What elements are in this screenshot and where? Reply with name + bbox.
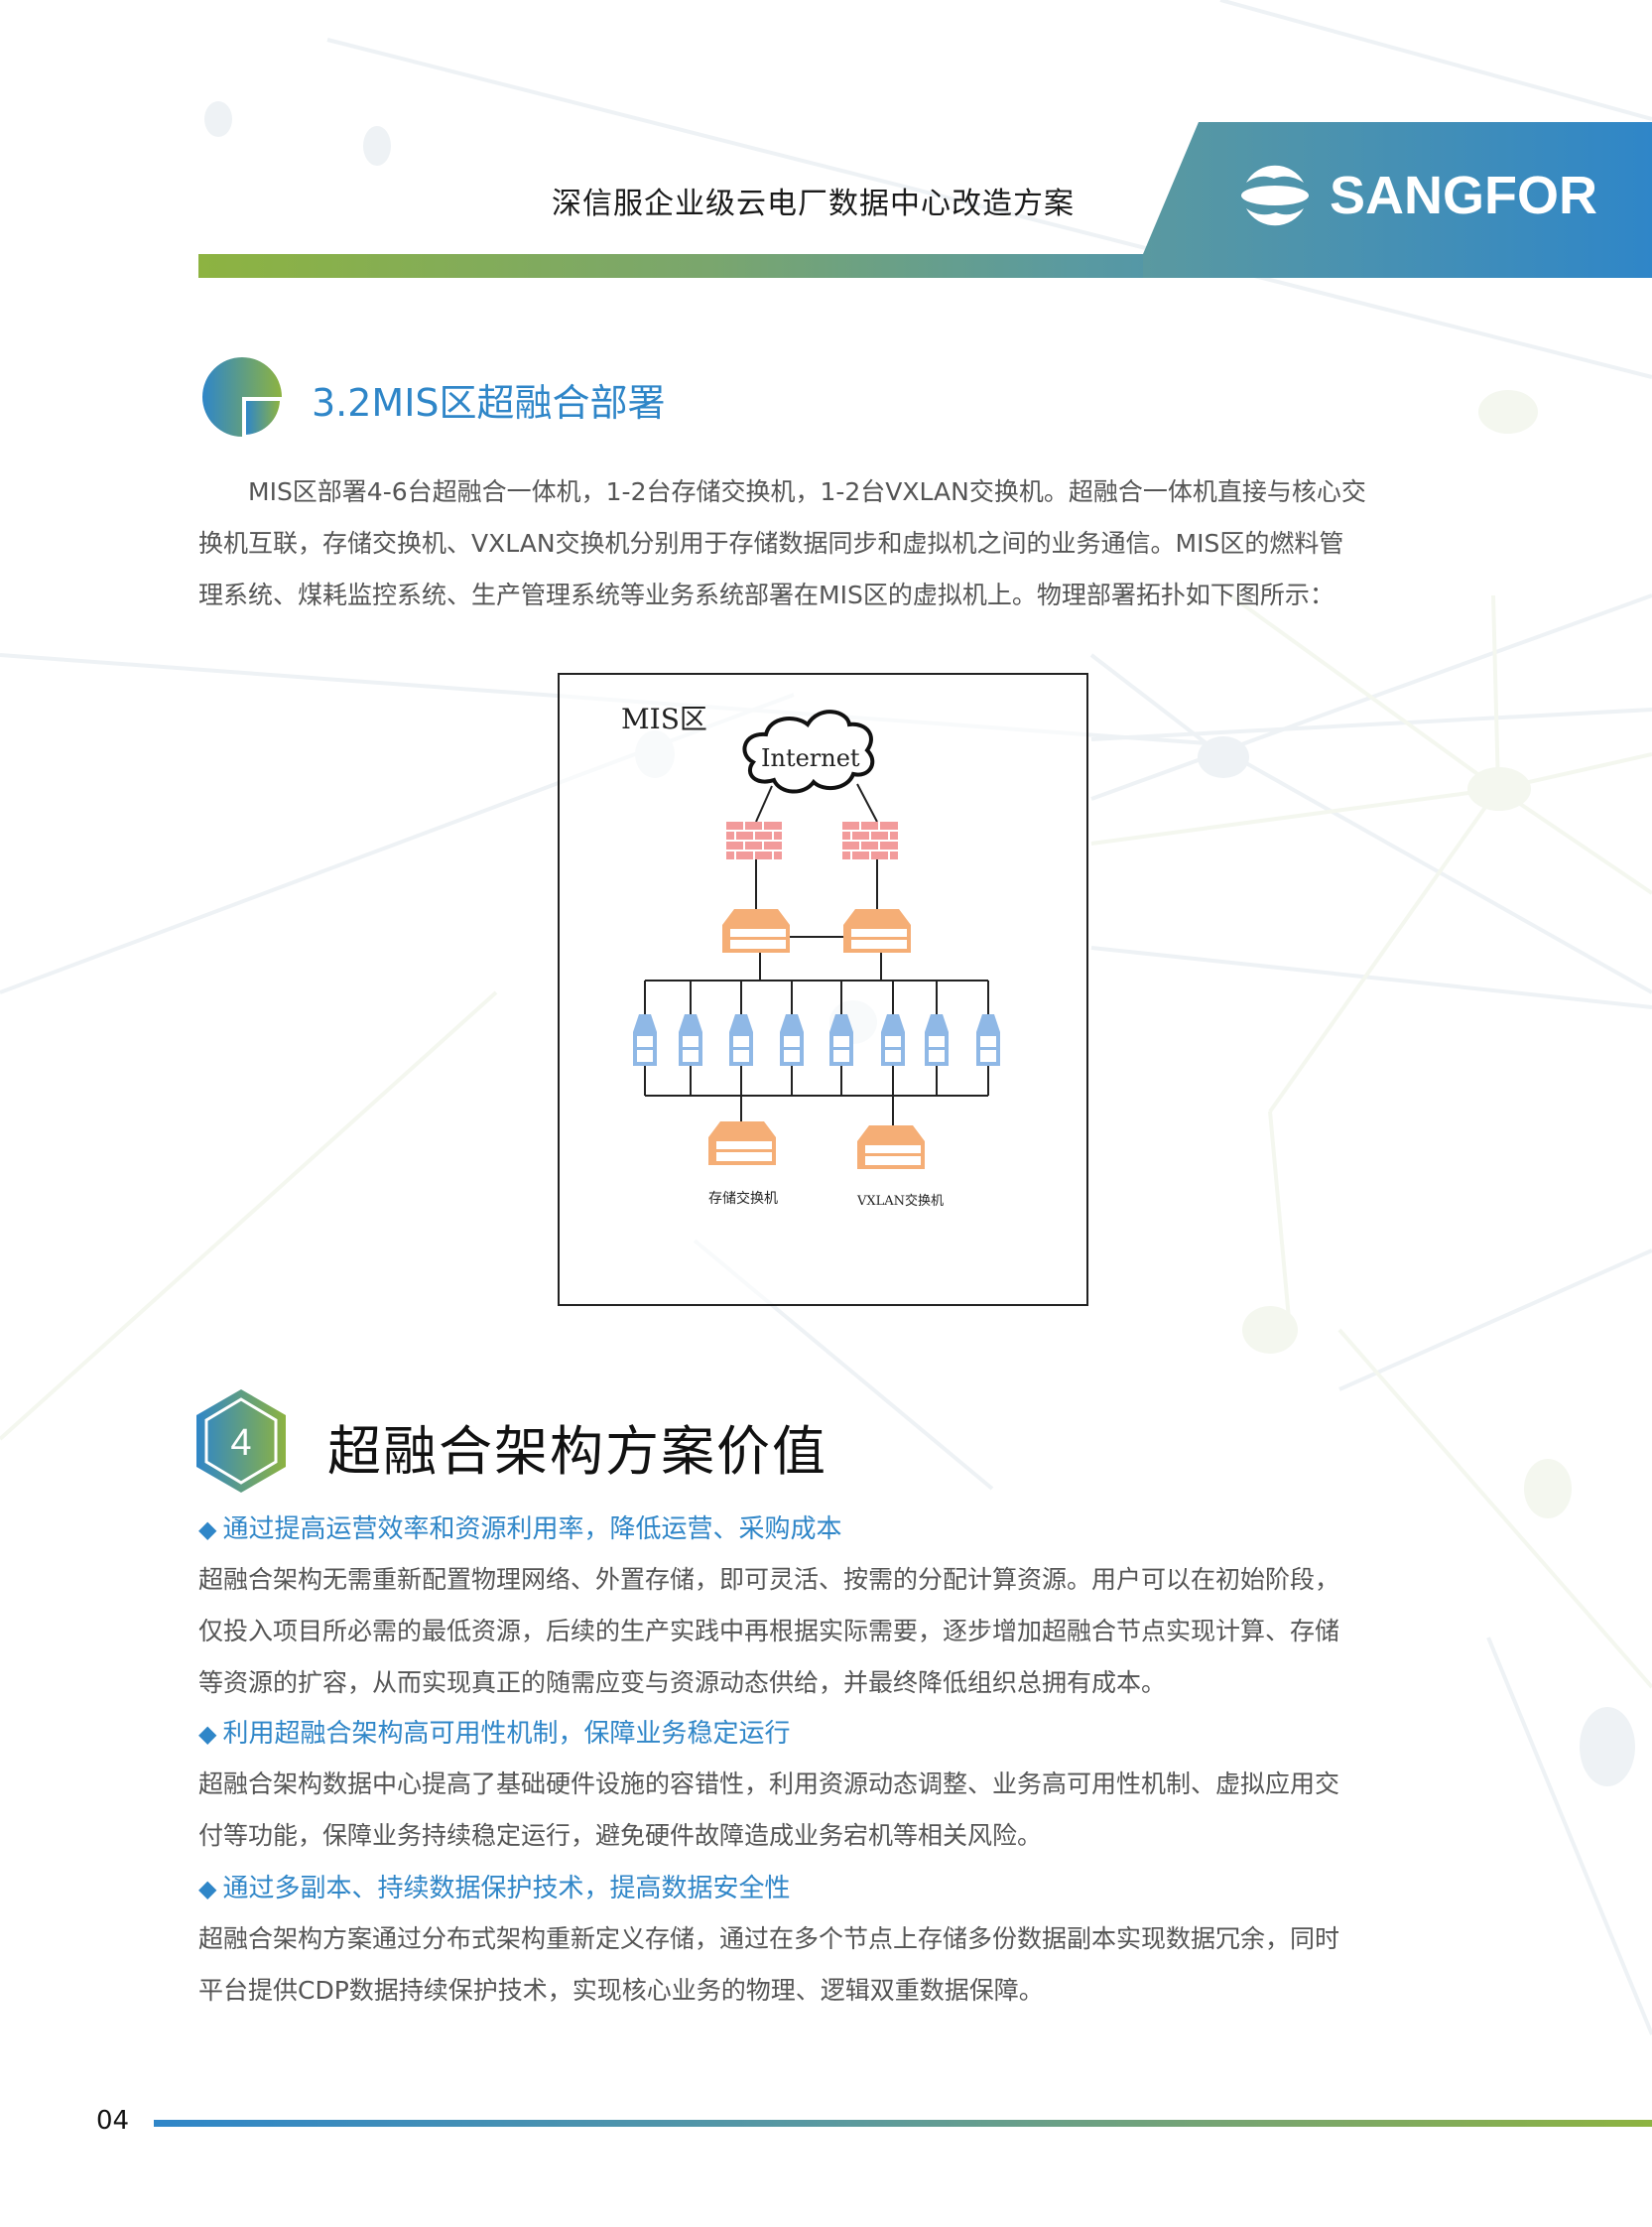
vxlan-switch-label: VXLAN交换机 xyxy=(856,1193,944,1209)
section-number-hexagon: 4 xyxy=(196,1389,286,1493)
storage-switch-icon xyxy=(708,1121,776,1165)
paragraph-line: 平台提供CDP数据持续保护技术，实现核心业务的物理、逻辑双重数据保障。 xyxy=(198,1976,1044,2005)
value-item-body: 超融合架构数据中心提高了基础硬件设施的容错性，利用资源动态调整、业务高可用性机制… xyxy=(198,1759,1454,1862)
server-icon xyxy=(829,1014,853,1066)
paragraph-line: 付等功能，保障业务持续稳定运行，避免硬件故障造成业务宕机等相关风险。 xyxy=(198,1821,1043,1850)
value-item-heading: ◆通过多副本、持续数据保护技术，提高数据安全性 xyxy=(198,1874,791,1903)
server-icon xyxy=(925,1014,949,1066)
value-item-body: 超融合架构方案通过分布式架构重新定义存储，通过在多个节点上存储多份数据副本实现数… xyxy=(198,1913,1454,2017)
paragraph-line: 超融合架构无需重新配置物理网络、外置存储，即可灵活、按需的分配计算资源。用户可以… xyxy=(198,1565,1340,1594)
paragraph-line: 仅投入项目所必需的最低资源，后续的生产实践中再根据实际需要，逐步增加超融合节点实… xyxy=(198,1617,1340,1645)
firewall-icon xyxy=(842,822,898,859)
section-paragraph: MIS区部署4-6台超融合一体机，1-2台存储交换机，1-2台VXLAN交换机。… xyxy=(198,466,1454,621)
server-icon xyxy=(729,1014,753,1066)
internet-cloud-icon xyxy=(742,710,875,794)
paragraph-line: 超融合架构数据中心提高了基础硬件设施的容错性，利用资源动态调整、业务高可用性机制… xyxy=(198,1769,1340,1798)
paragraph-line: 理系统、煤耗监控系统、生产管理系统等业务系统部署在MIS区的虚拟机上。物理部署拓… xyxy=(198,581,1334,609)
footer-gradient-bar xyxy=(154,2120,1652,2127)
paragraph-line: 换机互联，存储交换机、VXLAN交换机分别用于存储数据同步和虚拟机之间的业务通信… xyxy=(198,529,1344,558)
document-title: 深信服企业级云电厂数据中心改造方案 xyxy=(552,187,1075,221)
value-item-body: 超融合架构无需重新配置物理网络、外置存储，即可灵活、按需的分配计算资源。用户可以… xyxy=(198,1554,1454,1709)
topology-diagram: MIS区 Internet xyxy=(558,673,1088,1306)
firewall-icon xyxy=(726,822,782,859)
server-icon xyxy=(780,1014,804,1066)
sangfor-globe-icon xyxy=(1241,165,1309,226)
section-4-title: 超融合架构方案价值 xyxy=(327,1420,827,1483)
paragraph-line: MIS区部署4-6台超融合一体机，1-2台存储交换机，1-2台VXLAN交换机。… xyxy=(248,477,1366,506)
server-icon xyxy=(881,1014,905,1066)
server-icon xyxy=(633,1014,657,1066)
value-item-heading: ◆利用超融合架构高可用性机制，保障业务稳定运行 xyxy=(198,1719,791,1749)
diamond-bullet-icon: ◆ xyxy=(198,1875,217,1902)
server-icon xyxy=(679,1014,702,1066)
page-number: 04 xyxy=(96,2106,130,2136)
zone-label: MIS区 xyxy=(621,703,707,735)
section-icon xyxy=(202,357,282,437)
value-item-heading: ◆通过提高运营效率和资源利用率，降低运营、采购成本 xyxy=(198,1514,842,1544)
sangfor-logo: SANGFOR xyxy=(1238,159,1597,232)
core-switch-icon xyxy=(843,909,911,953)
server-icon xyxy=(976,1014,1000,1066)
logo-wordmark: SANGFOR xyxy=(1330,166,1597,225)
header-logo-panel xyxy=(1143,122,1652,278)
svg-text:4: 4 xyxy=(230,1422,251,1464)
storage-switch-label: 存储交换机 xyxy=(708,1190,778,1207)
paragraph-line: 等资源的扩容，从而实现真正的随需应变与资源动态供给，并最终降低组织总拥有成本。 xyxy=(198,1668,1167,1697)
core-switch-icon xyxy=(722,909,790,953)
paragraph-line: 超融合架构方案通过分布式架构重新定义存储，通过在多个节点上存储多份数据副本实现数… xyxy=(198,1924,1340,1953)
topology-svg: MIS区 Internet xyxy=(621,703,1000,1209)
section-title: 3.2MIS区超融合部署 xyxy=(312,381,666,425)
internet-label: Internet xyxy=(761,744,860,772)
diamond-bullet-icon: ◆ xyxy=(198,1720,217,1748)
vxlan-switch-icon xyxy=(857,1125,925,1169)
diamond-bullet-icon: ◆ xyxy=(198,1515,217,1543)
